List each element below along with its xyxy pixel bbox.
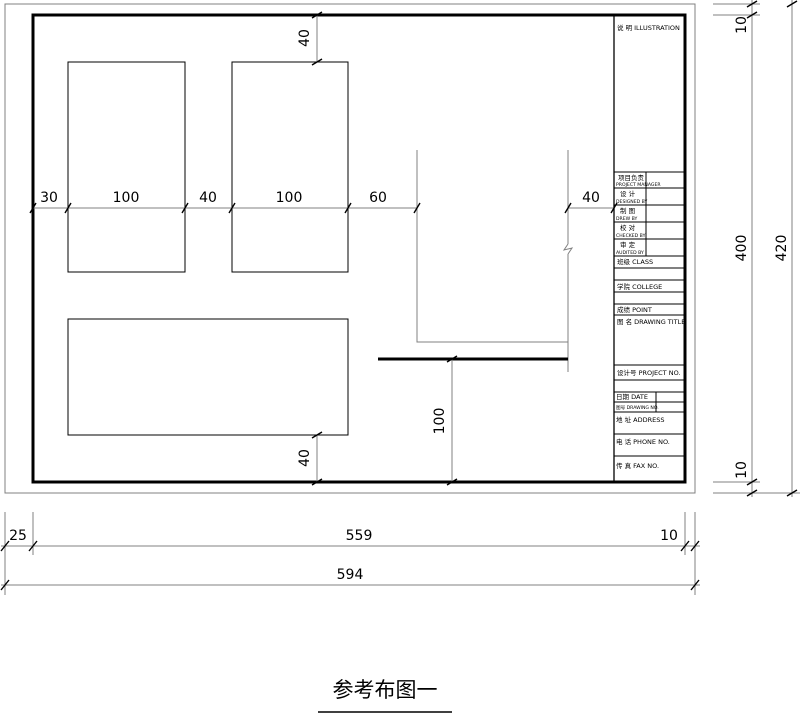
- tb-project-manager-en: PROJECT MANAGER: [616, 182, 661, 188]
- tb-drawn-cn: 制 图: [620, 206, 635, 215]
- tb-designed-cn: 设 计: [620, 189, 636, 198]
- dim-frame-bottom: 10: [734, 461, 750, 479]
- dim-top-gap: 40: [297, 29, 313, 47]
- tb-project-no: 设计号 PROJECT NO.: [617, 368, 681, 377]
- tb-checked-en: CHECKED BY: [616, 233, 646, 239]
- tb-class: 班级 CLASS: [617, 257, 653, 266]
- dim-sheet-height: 420: [774, 235, 790, 262]
- tb-phone: 电 话 PHONE NO.: [616, 437, 670, 446]
- tb-fax: 传 真 FAX NO.: [616, 461, 659, 470]
- tb-project-manager-cn: 项目负责: [618, 173, 645, 182]
- figure-caption: 参考布图一: [333, 678, 438, 702]
- dimension-bottom: [0, 512, 700, 595]
- dim-bottom-gap: 40: [297, 449, 313, 467]
- panel-upper-left: [67, 61, 186, 273]
- tb-address: 地 址 ADDRESS: [616, 415, 664, 424]
- tb-audited-cn: 审 定: [620, 240, 636, 249]
- tb-date: 日期 DATE: [616, 393, 648, 401]
- dimension-right-side: [713, 0, 800, 497]
- tb-point: 成绩 POINT: [617, 305, 652, 314]
- dim-between-panels: 40: [199, 190, 217, 206]
- dim-panel2-width: 100: [276, 190, 303, 206]
- dim-panel1-width: 100: [113, 190, 140, 206]
- dim-right-margin: 10: [660, 528, 678, 544]
- sheet-border: [4, 3, 696, 494]
- panel-lower: [67, 318, 349, 436]
- dim-to-notch: 60: [369, 190, 387, 206]
- tb-audited-en: AUDITED BY: [616, 250, 644, 256]
- tb-drawing-title: 图 名 DRAWING TITLE: [617, 317, 685, 326]
- tb-college: 学院 COLLEGE: [617, 282, 662, 291]
- dim-lower-height: 100: [432, 408, 448, 435]
- dim-frame-top: 10: [734, 16, 750, 34]
- panel-upper-middle: [231, 61, 349, 273]
- break-line-figure: [378, 150, 574, 482]
- tb-drawing-no: 图号 DRAWING NO.: [616, 405, 659, 411]
- dim-bind-margin: 25: [9, 528, 27, 544]
- title-block: [613, 15, 685, 482]
- tb-designed-en: DESIGNED BY: [616, 199, 648, 205]
- dim-notch-to-block: 40: [582, 190, 600, 206]
- tb-checked-cn: 校 对: [620, 223, 636, 232]
- dim-left-margin: 30: [40, 190, 58, 206]
- tb-drawn-en: DREW BY: [616, 216, 638, 222]
- dim-inner-width: 559: [346, 528, 373, 544]
- dim-sheet-width: 594: [337, 567, 364, 583]
- dim-inner-height: 400: [734, 235, 750, 262]
- dimension-vertical-gaps: [311, 11, 458, 486]
- inner-frame: [31, 13, 687, 484]
- tb-illustration: 说 明 ILLUSTRATION: [617, 23, 680, 32]
